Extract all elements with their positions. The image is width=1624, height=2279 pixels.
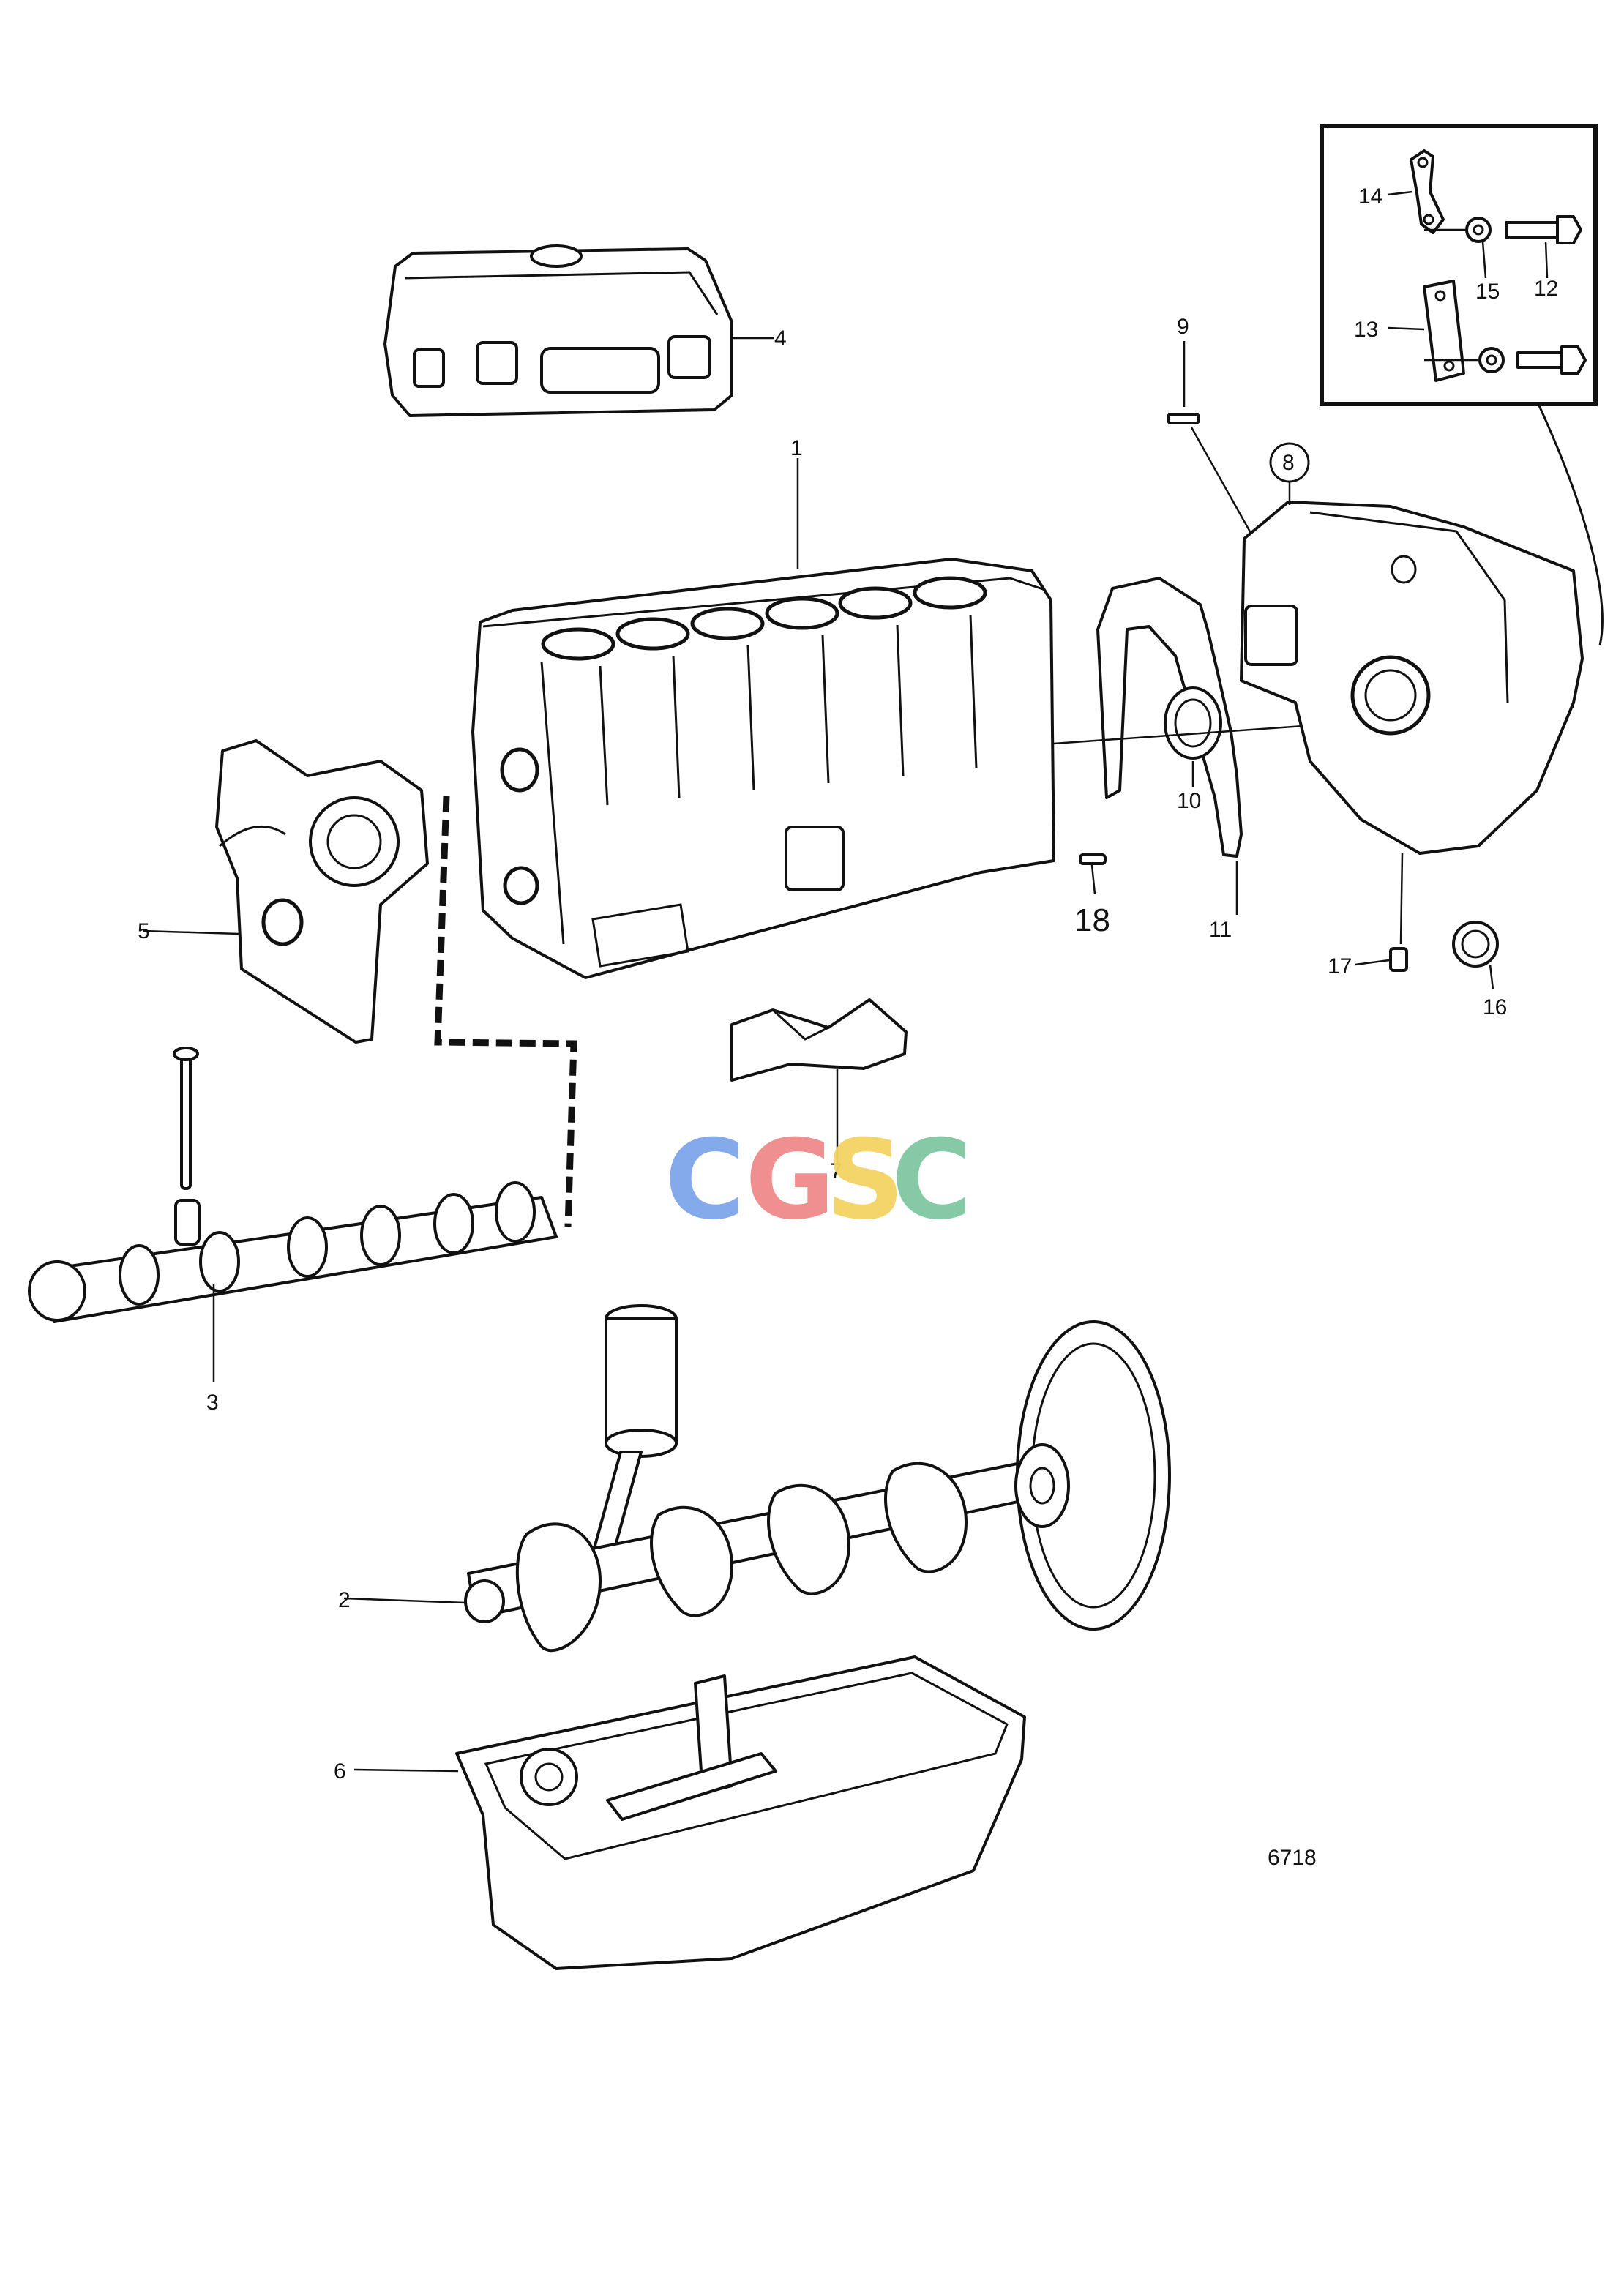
watermark-letter-2: G [745,1117,835,1244]
callout-9: 9 [1177,315,1189,339]
callout-7: 7 [830,1159,842,1183]
cylinder-head-drawing [383,244,774,417]
timing-gear-casing-drawing [143,739,429,1044]
callout-6: 6 [334,1759,346,1784]
watermark-letter-1: C [665,1117,745,1244]
callout-16: 16 [1483,995,1507,1019]
callout-3: 3 [206,1391,219,1415]
watermark-letter-3: S [826,1117,905,1244]
callout-11: 11 [1209,918,1232,942]
oil-sump-drawing [353,1655,1026,1970]
flywheel-housing-drawing [1240,442,1584,990]
callout-10: 10 [1177,789,1201,813]
callout-15: 15 [1475,280,1500,304]
camshaft-drawing [28,1047,558,1382]
inset-pointer-line [1537,403,1604,646]
callout-5: 5 [138,919,150,943]
watermark-letter-4: C [891,1117,972,1244]
callout-18: 18 [1074,902,1110,938]
inset-box [1320,124,1598,406]
crankshaft-drawing [343,1304,1171,1652]
callout-12: 12 [1534,277,1558,301]
engine-mounting-drawing [730,998,908,1164]
callout-13: 13 [1354,318,1378,342]
watermark-logo: C G S C [665,1117,972,1244]
callout-17: 17 [1328,954,1352,978]
cylinder-block-drawing [434,458,1055,1227]
callout-2: 2 [338,1588,351,1612]
callout-14: 14 [1358,184,1382,209]
callout-4: 4 [774,326,787,351]
callout-labels: 1 2 3 4 5 6 7 8 9 10 11 12 13 14 15 16 1… [138,184,1558,1784]
callout-1: 1 [790,436,803,460]
callout-8: 8 [1282,451,1295,475]
diagram-code: 6718 [1268,1846,1317,1870]
